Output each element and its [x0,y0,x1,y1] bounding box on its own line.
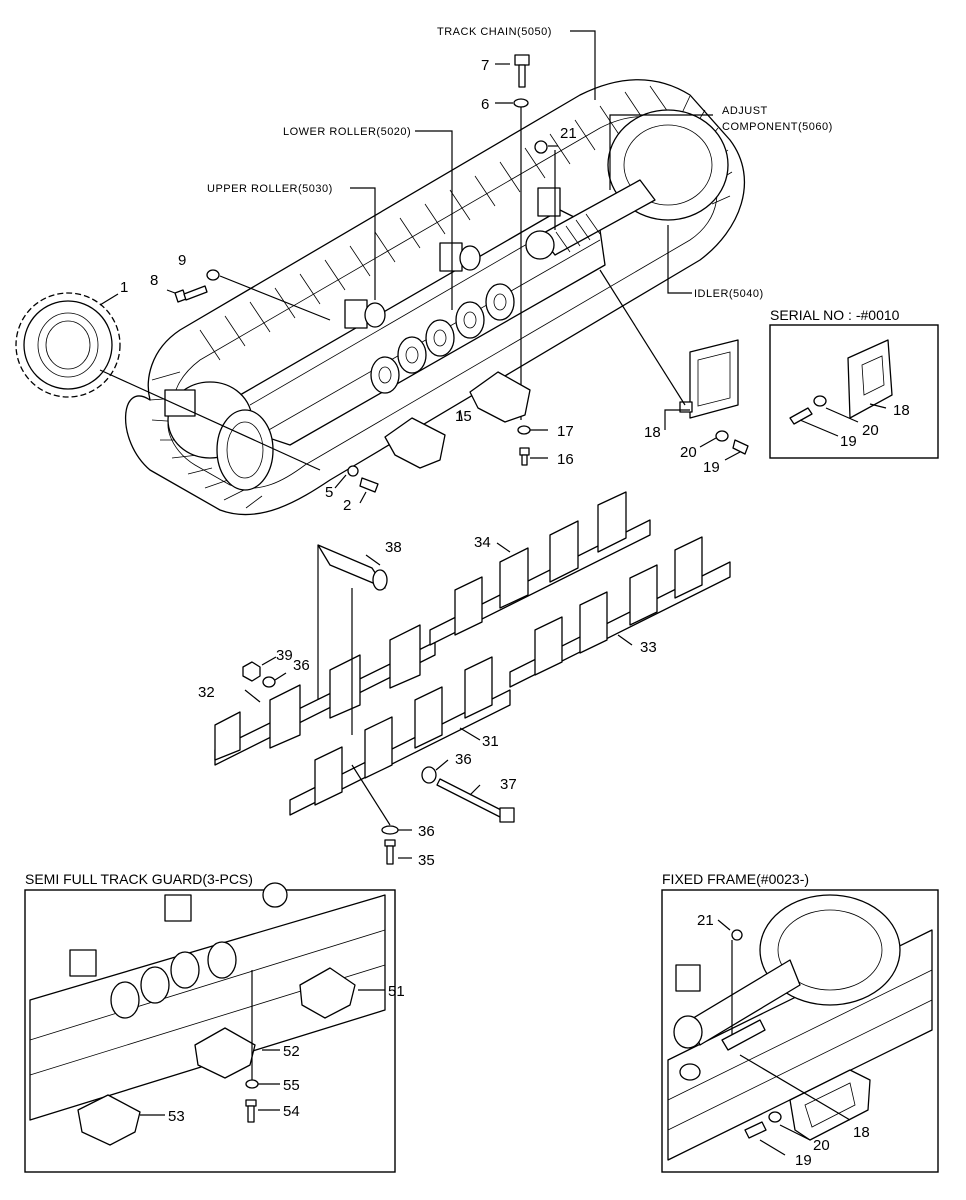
semi-callout-55: 55 [283,1077,300,1094]
track-assembly [124,79,746,516]
label-track-chain: TRACK CHAIN(5050) [437,26,552,38]
serial-inset [769,324,939,459]
fixed-callout-20: 20 [813,1137,830,1154]
callout-33: 33 [640,639,657,656]
semi-callout-53: 53 [168,1108,185,1125]
semi-callout-51: 51 [388,983,405,1000]
callout-2: 2 [343,497,351,514]
callout-1: 1 [120,279,128,296]
callout-36c: 36 [418,823,435,840]
idler-adjuster [525,109,729,260]
lower-rollers [370,283,515,394]
title-semi-full-guard: SEMI FULL TRACK GUARD(3-PCS) [25,871,253,887]
callout-16: 16 [557,451,574,468]
callout-18: 18 [644,424,661,441]
callout-8: 8 [150,272,158,289]
callout-19: 19 [703,459,720,476]
label-adjust-2: COMPONENT(5060) [722,121,833,133]
track-guard-rails [214,491,731,865]
leader-lines [99,30,741,859]
label-upper-roller: UPPER ROLLER(5030) [207,183,333,195]
semi-full-guard-inset [24,882,396,1173]
callout-5: 5 [325,484,333,501]
serial-callout-20: 20 [862,422,879,439]
fixed-callout-19: 19 [795,1152,812,1169]
callout-38: 38 [385,539,402,556]
callout-34: 34 [474,534,491,551]
serial-callout-18: 18 [893,402,910,419]
sprocket [15,292,121,398]
semi-callout-54: 54 [283,1103,300,1120]
callout-15: 15 [455,408,472,425]
callout-36a: 36 [293,657,310,674]
label-adjust-1: ADJUST [722,105,768,117]
label-lower-roller: LOWER ROLLER(5020) [283,126,411,138]
callout-7: 7 [481,57,489,74]
callout-36b: 36 [455,751,472,768]
callout-9: 9 [178,252,186,269]
serial-callout-19: 19 [840,433,857,450]
fixed-callout-18: 18 [853,1124,870,1141]
callout-31: 31 [482,733,499,750]
callout-20: 20 [680,444,697,461]
title-serial-no: SERIAL NO : -#0010 [770,307,900,323]
callout-6: 6 [481,96,489,113]
label-idler: IDLER(5040) [694,288,764,300]
callout-37: 37 [500,776,517,793]
fixed-callout-21: 21 [697,912,714,929]
callout-21: 21 [560,125,577,142]
labels: TRACK CHAIN(5050) LOWER ROLLER(5020) UPP… [25,26,910,1169]
callout-39: 39 [276,647,293,664]
travel-motor [164,381,274,491]
title-fixed-frame: FIXED FRAME(#0023-) [662,871,809,887]
semi-callout-52: 52 [283,1043,300,1060]
callout-32: 32 [198,684,215,701]
main-hardware [174,54,749,493]
callout-35: 35 [418,852,435,869]
fixed-frame-inset [661,889,939,1173]
callout-17: 17 [557,423,574,440]
